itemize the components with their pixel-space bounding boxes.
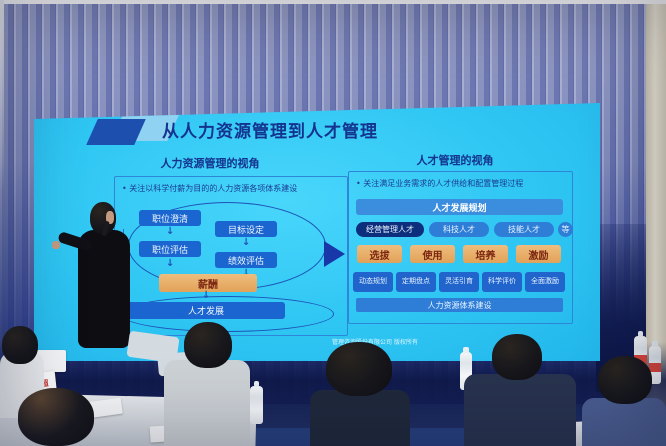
audience-head-foreground xyxy=(18,388,94,446)
box-perf-eval: 绩效评估 xyxy=(215,252,277,268)
audience-torso-blue-shirt xyxy=(582,398,666,446)
down-arrow-icon: ↓ xyxy=(242,237,251,248)
right-panel-bullet: • 关注满足业务需求的人才供给和配置管理过程 xyxy=(356,179,524,188)
left-column-header: 人力资源管理的视角 xyxy=(160,157,260,170)
process-box-motivate: 激励 xyxy=(516,245,561,263)
pill-more: 等 xyxy=(558,222,573,237)
box-goal-set: 目标设定 xyxy=(215,221,277,237)
audience-torso-navy xyxy=(464,374,576,446)
left-panel-bullet: • 关注以科学付薪为目的的人力资源各项体系建设 xyxy=(122,184,298,193)
beige-column xyxy=(646,0,666,414)
down-arrow-icon: ↓ xyxy=(166,226,175,237)
audience-head xyxy=(598,356,652,404)
right-column-header: 人才管理的视角 xyxy=(416,154,494,167)
box-job-clarify: 职位澄清 xyxy=(139,210,201,226)
down-arrow-icon: ↓ xyxy=(242,269,250,279)
process-box-select: 选拔 xyxy=(357,245,402,263)
presentation-screen: 从人力资源管理到人才管理 人力资源管理的视角 • 关注以科学付薪为目的的人力资源… xyxy=(34,103,600,361)
pill-management-talent: 经营管理人才 xyxy=(356,222,424,237)
photo-edge-left xyxy=(0,0,4,190)
audience-torso-dark xyxy=(310,390,410,446)
mechanism-box: 动态规划 xyxy=(353,272,393,292)
box-pay: 薪酬 xyxy=(159,274,257,292)
mechanism-box: 全面激励 xyxy=(525,272,565,292)
slide-copyright: 管理咨询股份有限公司 版权所有 xyxy=(332,339,418,346)
down-arrow-icon: ↓ xyxy=(166,258,175,269)
right-panel-frame xyxy=(348,171,573,324)
audience-torso-gray-shirt xyxy=(164,360,250,446)
arrow-right-icon xyxy=(324,241,345,267)
audience-head xyxy=(2,326,38,364)
slide-logo-shape-dark xyxy=(86,119,146,145)
bottom-bar: 人力资源体系建设 xyxy=(356,298,563,312)
mechanism-box: 灵活引育 xyxy=(439,272,479,292)
audience-head xyxy=(326,342,392,396)
mechanism-box: 科学评价 xyxy=(482,272,522,292)
presenter-hand xyxy=(52,241,60,249)
water-bottle xyxy=(649,341,661,384)
plan-bar: 人才发展规划 xyxy=(356,199,563,215)
water-bottle xyxy=(250,381,263,424)
pill-tech-talent: 科技人才 xyxy=(429,222,489,237)
pill-skill-talent: 技能人才 xyxy=(494,222,554,237)
process-box-develop: 培养 xyxy=(463,245,508,263)
slide-title: 从人力资源管理到人才管理 xyxy=(162,122,378,142)
mechanism-box: 定期盘点 xyxy=(396,272,436,292)
audience-head xyxy=(492,334,542,380)
box-talent-dev: 人才发展 xyxy=(127,302,285,319)
box-job-eval: 职位评估 xyxy=(139,241,201,257)
audience-head xyxy=(184,322,232,368)
presenter-face xyxy=(106,211,114,224)
photo-edge-top xyxy=(0,0,666,4)
process-box-use: 使用 xyxy=(410,245,455,263)
